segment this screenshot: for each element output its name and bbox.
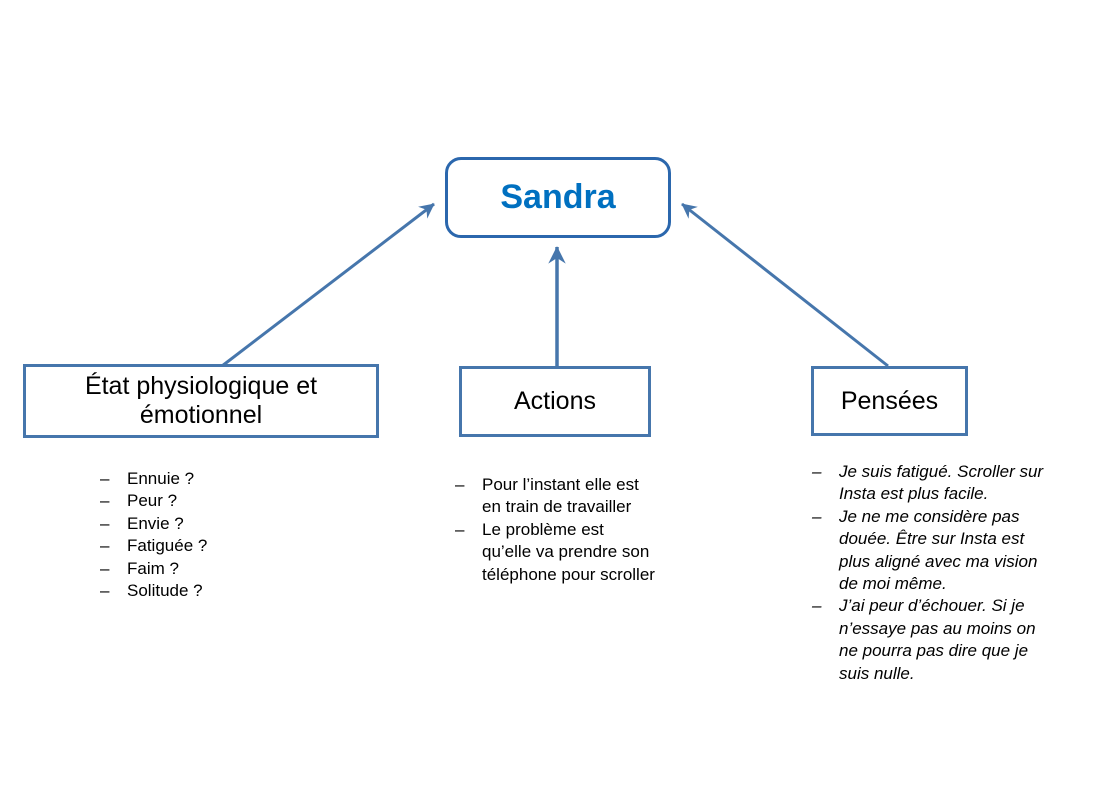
list-item-text: Faim ? <box>127 558 179 578</box>
list-item: – Ennuie ? <box>100 468 337 490</box>
dash-bullet: – <box>812 462 822 481</box>
actions-items-list: – Pour l’instant elle est en train de tr… <box>455 474 657 586</box>
node-etat-physiologique: État physiologique et émotionnel <box>23 364 379 438</box>
list-item-text: J’ai peur d’échouer. Si je n’essaye pas … <box>839 596 1036 683</box>
pensees-items-list: – Je suis fatigué. Scroller sur Insta es… <box>812 461 1044 685</box>
list-item-text: Pour l’instant elle est en train de trav… <box>482 475 639 517</box>
node-etat-title: État physiologique et émotionnel <box>84 372 318 429</box>
arrow-pensees-to-sandra <box>681 202 889 368</box>
dash-bullet: – <box>100 491 110 511</box>
list-item: – J’ai peur d’échouer. Si je n’essaye pa… <box>812 595 1044 685</box>
node-sandra-title: Sandra <box>500 178 616 216</box>
node-actions: Actions <box>459 366 651 437</box>
list-item-text: Envie ? <box>127 513 184 533</box>
node-sandra: Sandra <box>445 157 671 238</box>
list-item-text: Je ne me considère pas douée. Être sur I… <box>839 506 1038 594</box>
list-item: – Je ne me considère pas douée. Être sur… <box>812 506 1044 596</box>
list-item: – Solitude ? <box>100 580 337 602</box>
etat-items-list: – Ennuie ? – Peur ? – Envie ? – Fatiguée… <box>100 468 337 602</box>
node-pensees-title: Pensées <box>840 386 939 415</box>
list-item-text: Ennuie ? <box>127 469 195 488</box>
list-item: – Fatiguée ? <box>100 535 337 557</box>
list-item-text: Peur ? <box>127 491 178 511</box>
dash-bullet: – <box>100 558 110 578</box>
dash-bullet: – <box>100 469 110 488</box>
list-item: – Le problème est qu’elle va prendre son… <box>455 519 657 586</box>
list-item: – Envie ? <box>100 513 337 535</box>
list-item: – Pour l’instant elle est en train de tr… <box>455 474 657 519</box>
dash-bullet: – <box>100 581 110 601</box>
list-item: – Faim ? <box>100 558 337 580</box>
arrow-etat-to-sandra <box>221 202 435 368</box>
dash-bullet: – <box>455 475 465 494</box>
list-item: – Je suis fatigué. Scroller sur Insta es… <box>812 461 1044 506</box>
list-item-text: Le problème est qu’elle va prendre son t… <box>482 519 655 584</box>
list-item-text: Fatiguée ? <box>127 536 208 556</box>
dash-bullet: – <box>100 513 110 533</box>
list-item: – Peur ? <box>100 490 337 512</box>
dash-bullet: – <box>812 506 822 526</box>
list-item-text: Je suis fatigué. Scroller sur Insta est … <box>839 462 1044 504</box>
list-item-text: Solitude ? <box>127 581 203 601</box>
node-actions-title: Actions <box>514 387 596 416</box>
dash-bullet: – <box>100 536 110 556</box>
dash-bullet: – <box>455 519 465 539</box>
node-pensees: Pensées <box>811 366 968 436</box>
dash-bullet: – <box>812 596 822 616</box>
